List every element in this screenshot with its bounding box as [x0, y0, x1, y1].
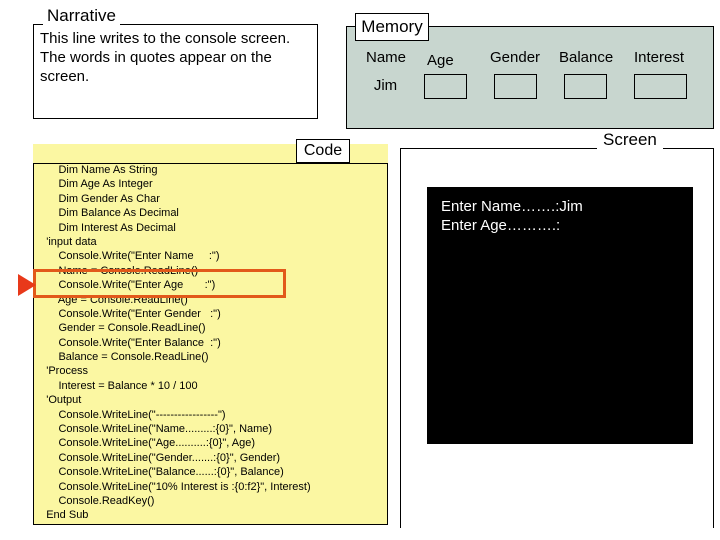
console-line-1: Enter Name…….:Jim — [441, 198, 583, 215]
code-line: Interest = Balance * 10 / 100 — [34, 379, 198, 392]
memory-value-age — [424, 74, 467, 99]
memory-value-name: Jim — [364, 74, 407, 99]
code-line: Console.WriteLine("Name.........:{0}", N… — [34, 423, 273, 436]
memory-column-name: Name — [366, 49, 407, 66]
code-line: 'Output — [34, 394, 82, 407]
narrative-line-1: This line writes to the console screen. — [40, 30, 291, 47]
code-line: 'input data — [34, 235, 97, 248]
narrative-line-2: The words in quotes appear on the — [40, 49, 272, 66]
narrative-line-3: screen. — [40, 68, 90, 85]
narrative-panel — [33, 24, 318, 119]
code-line: Console.WriteLine("Gender.......:{0}", G… — [34, 451, 281, 464]
memory-column-balance: Balance — [559, 49, 614, 66]
narrative-label: Narrative — [43, 6, 120, 26]
screen-panel — [400, 148, 714, 528]
code-line: Balance = Console.ReadLine() — [34, 351, 209, 364]
code-panel: Dim Name As String Dim Age As Integer Di… — [33, 144, 388, 525]
memory-column-gender: Gender — [490, 49, 541, 66]
code-label: Code — [296, 139, 350, 163]
code-line: Dim Interest As Decimal — [34, 221, 176, 234]
code-line: Dim Balance As Decimal — [34, 207, 179, 220]
code-line: Console.WriteLine("10% Interest is :{0:f… — [34, 480, 311, 493]
code-line: Console.WriteLine("Age..........:{0}", A… — [34, 437, 255, 450]
code-line: 'Process — [34, 365, 89, 378]
current-line-highlight — [33, 269, 286, 298]
code-line: Console.WriteLine("-----------------") — [34, 408, 226, 421]
screen-label: Screen — [597, 130, 663, 150]
narrative-text: This line writes to the console screen. … — [40, 29, 310, 86]
code-line: End Sub — [34, 509, 89, 522]
code-listing: Dim Name As String Dim Age As Integer Di… — [34, 163, 387, 523]
code-line: Console.WriteLine("Balance......:{0}", B… — [34, 466, 284, 479]
code-line: Console.Write("Enter Name :") — [34, 250, 220, 263]
current-line-pointer-icon — [18, 274, 36, 296]
memory-value-interest — [634, 74, 687, 99]
memory-label: Memory — [355, 13, 429, 41]
code-line: Gender = Console.ReadLine() — [34, 322, 206, 335]
memory-value-balance — [564, 74, 607, 99]
memory-column-interest: Interest — [634, 49, 685, 66]
code-line: Console.ReadKey() — [34, 494, 155, 507]
code-line-current: Console.Write("Enter Age :") — [34, 279, 216, 292]
code-line: Console.Write("Enter Balance :") — [34, 336, 221, 349]
console-window — [427, 187, 693, 444]
console-line-2: Enter Age……….: — [441, 217, 561, 234]
code-line: Dim Age As Integer — [34, 178, 153, 191]
code-line: Dim Name As String — [34, 164, 158, 176]
memory-value-gender — [494, 74, 537, 99]
code-line: Dim Gender As Char — [34, 192, 160, 205]
code-line: Console.Write("Enter Gender :") — [34, 307, 221, 320]
memory-column-age: Age — [427, 52, 454, 69]
